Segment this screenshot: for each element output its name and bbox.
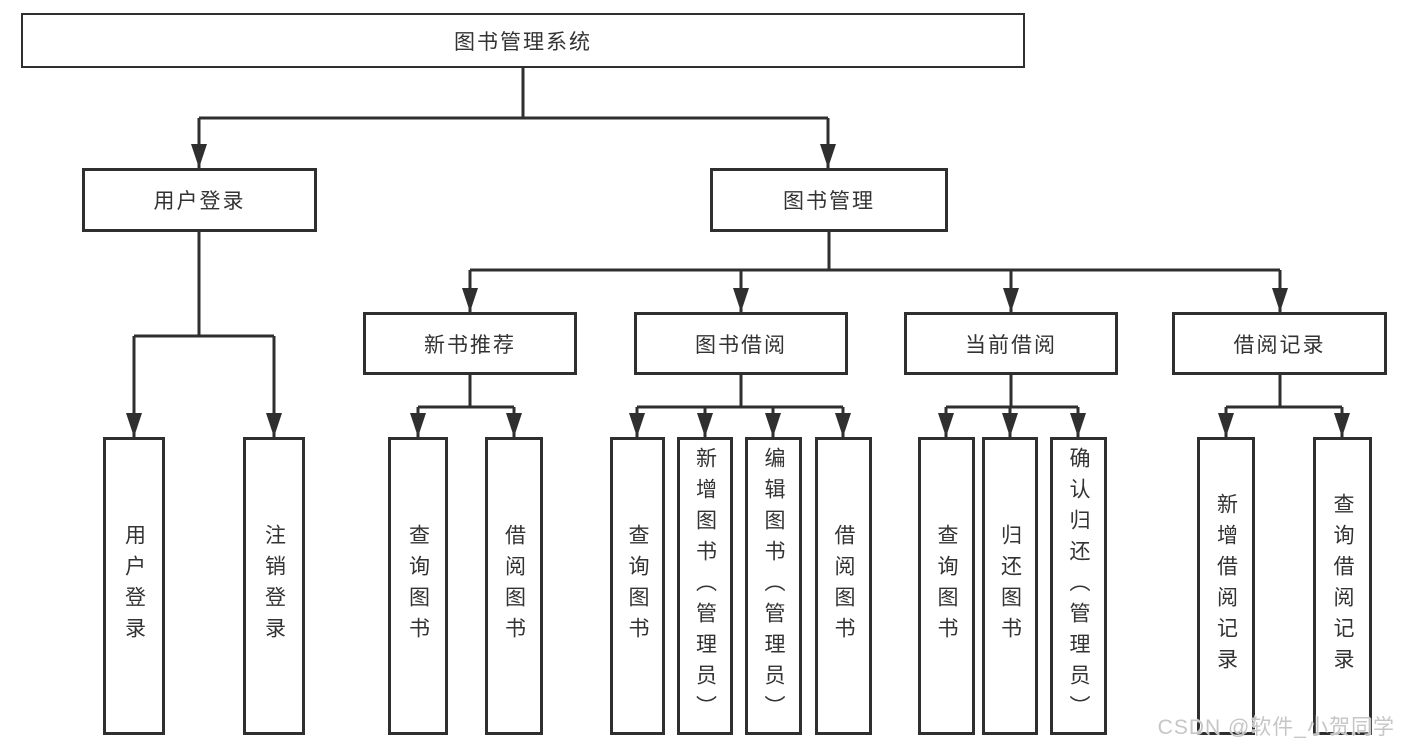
leaf-edit-books-admin: 编辑图书（管理员） <box>745 437 802 735</box>
leaf-query-books-current: 查询图书 <box>918 437 975 735</box>
node-borrow-records: 借阅记录 <box>1172 312 1387 375</box>
leaf-add-borrow-record: 新增借阅记录 <box>1197 437 1255 735</box>
leaf-confirm-return-admin: 确认归还（管理员） <box>1050 437 1107 735</box>
leaf-add-books-admin: 新增图书（管理员） <box>677 437 733 735</box>
node-book-borrow: 图书借阅 <box>634 312 848 375</box>
node-root-library-system: 图书管理系统 <box>21 13 1025 68</box>
csdn-watermark: CSDN @软件_小贺同学 <box>1157 716 1395 739</box>
leaf-query-books-recommend: 查询图书 <box>388 437 448 735</box>
leaf-user-login: 用户登录 <box>103 437 165 735</box>
node-new-book-recommend: 新书推荐 <box>363 312 577 375</box>
node-user-login: 用户登录 <box>82 168 317 232</box>
edge-book-management-split <box>470 232 1280 272</box>
leaf-borrow-books-recommend: 借阅图书 <box>485 437 543 735</box>
leaf-borrow-books: 借阅图书 <box>815 437 872 735</box>
leaf-return-books: 归还图书 <box>982 437 1038 735</box>
leaf-logout-login: 注销登录 <box>243 437 305 735</box>
leaf-query-books-borrow: 查询图书 <box>610 437 665 735</box>
edge-new-book-recommend-split <box>418 375 514 409</box>
edge-current-borrow-split <box>946 375 1078 409</box>
edge-user-login-split <box>134 232 274 338</box>
node-current-borrow: 当前借阅 <box>904 312 1118 375</box>
edge-root-split <box>199 68 828 120</box>
leaf-query-borrow-record: 查询借阅记录 <box>1313 437 1372 735</box>
edge-borrow-records-split <box>1226 375 1342 409</box>
node-book-management: 图书管理 <box>710 168 948 232</box>
edge-book-borrow-split <box>637 375 843 409</box>
